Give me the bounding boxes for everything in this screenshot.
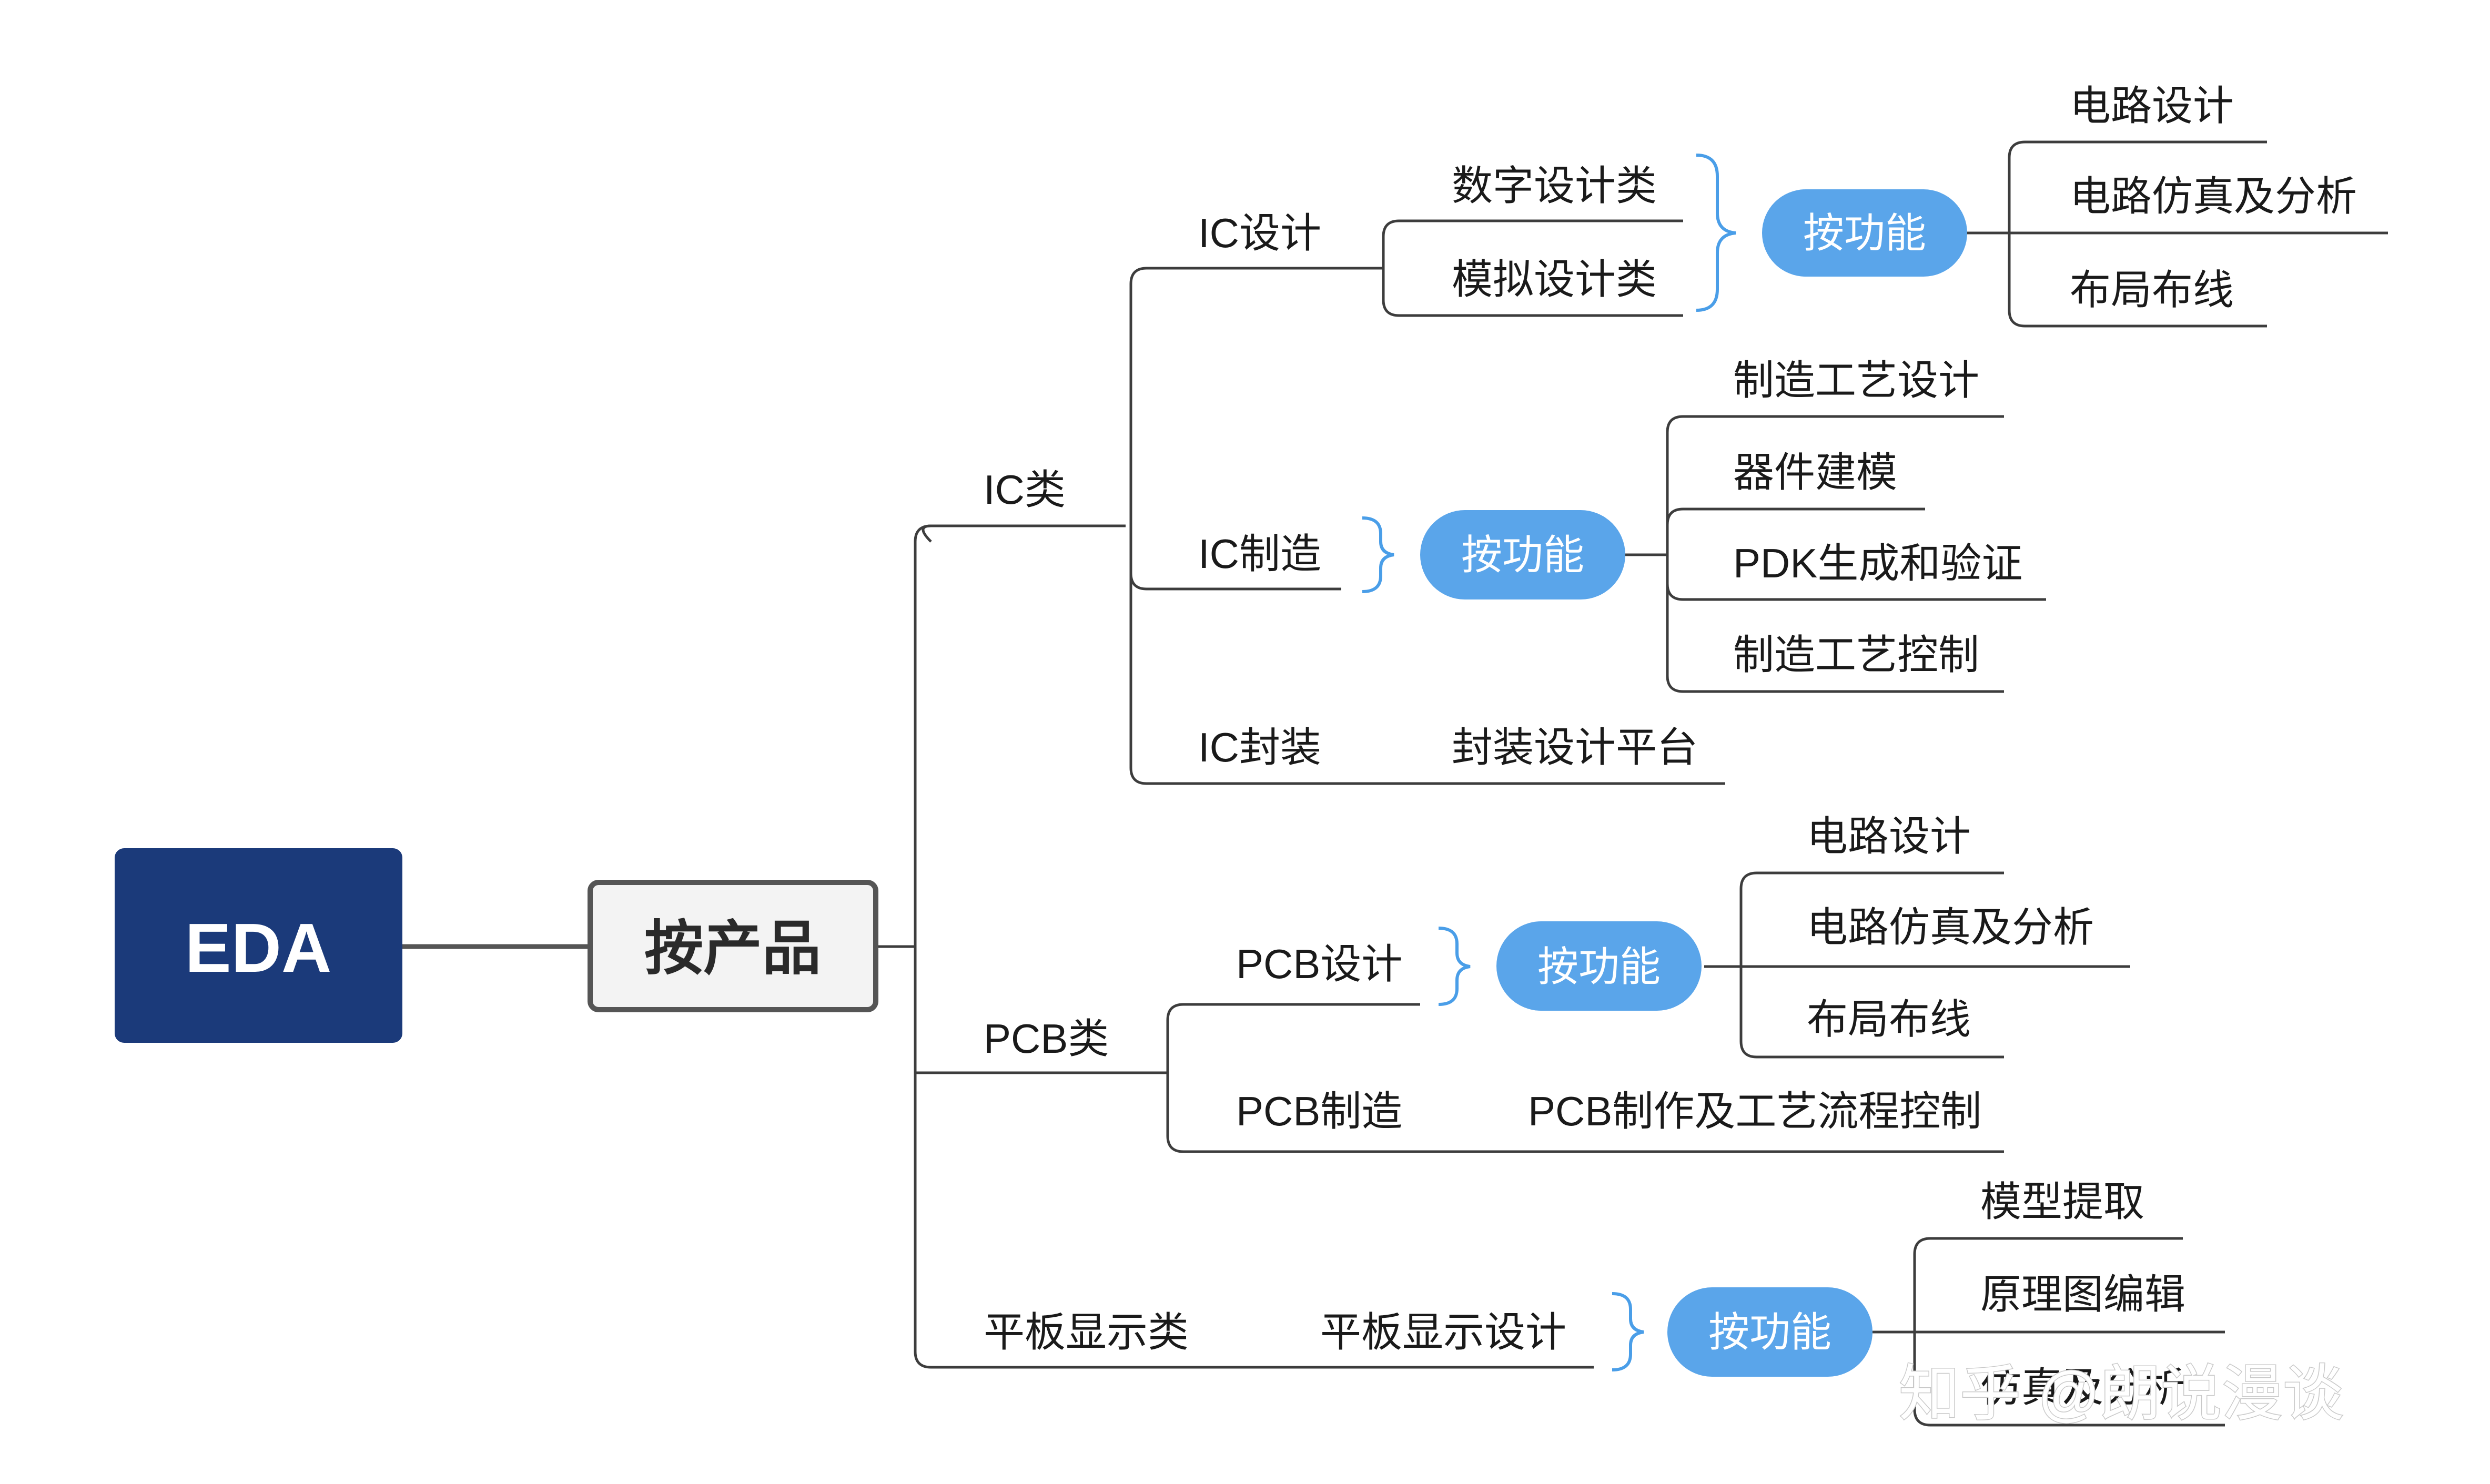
pcb-design-function-3: 布局布线 <box>1807 996 1971 1042</box>
watermark: 知乎 @朗说漫谈 <box>1899 1359 2344 1428</box>
connectors <box>402 140 2388 1427</box>
fpd-design-function-2: 原理图编辑 <box>1980 1271 2185 1317</box>
pill-label: 按功能 <box>1537 943 1661 990</box>
fpd-design-label: 平板显示设计 <box>1320 1309 1566 1355</box>
ic-design-type-digital: 数字设计类 <box>1452 162 1657 209</box>
fpd-design-function-3: 仿真及分析 <box>1980 1364 2185 1410</box>
pill-label: 按功能 <box>1708 1309 1831 1355</box>
brace-ic-design <box>1696 154 1736 312</box>
ic-packaging-platform: 封装设计平台 <box>1452 724 1698 770</box>
fpd-design-function-pill[interactable]: 按功能 <box>1667 1287 1872 1377</box>
ic-design-function-pill[interactable]: 按功能 <box>1762 189 1967 277</box>
braces <box>1362 154 1736 1371</box>
ic-mfg-function-3: PDK生成和验证 <box>1733 540 2022 586</box>
trunk-categories <box>914 524 932 1369</box>
ic-design-function-2: 电路仿真及分析 <box>2070 173 2357 219</box>
root-node-box <box>115 848 402 1043</box>
pcb-mfg-detail: PCB制作及工艺流程控制 <box>1528 1088 1981 1134</box>
category-pcb: PCB类 <box>984 1015 1109 1062</box>
pill-box <box>1496 921 1702 1011</box>
brace-fpd-design <box>1612 1292 1644 1371</box>
ic-mfg-function-pill[interactable]: 按功能 <box>1420 510 1625 599</box>
ic-design-function-3: 布局布线 <box>2070 267 2234 313</box>
ic-packaging-label: IC封装 <box>1198 724 1321 770</box>
fpd-design-function-1: 模型提取 <box>1980 1178 2144 1225</box>
branch-fpd-functions <box>1913 1237 2183 1332</box>
ic-mfg-label: IC制造 <box>1198 531 1321 577</box>
pcb-design-function-1: 电路设计 <box>1807 813 1971 859</box>
root-node[interactable]: EDA <box>115 848 402 1043</box>
branch-ic-mfg-functions <box>1666 415 2004 555</box>
category-fpd: 平板显示类 <box>984 1309 1189 1355</box>
branch-ic-design-functions <box>2008 140 2267 233</box>
ic-design-label: IC设计 <box>1198 210 1321 256</box>
ic-design-function-1: 电路设计 <box>2070 83 2234 129</box>
pill-box <box>1762 189 1967 277</box>
root-node-label: EDA <box>185 909 332 987</box>
trunk-pcb <box>1166 1003 1420 1073</box>
brace-pcb-design <box>1438 927 1471 1006</box>
pcb-design-label: PCB设计 <box>1236 941 1402 987</box>
pill-label: 按功能 <box>1803 210 1926 256</box>
by-product-node[interactable]: 按产品 <box>588 880 878 1012</box>
trunk-ic <box>1129 267 1383 526</box>
branch-ic-design-types <box>1382 219 1683 268</box>
ic-mfg-function-2: 器件建模 <box>1733 449 1897 495</box>
pill-box <box>1667 1287 1872 1377</box>
ic-mfg-function-1: 制造工艺设计 <box>1733 357 1979 403</box>
pill-label: 按功能 <box>1461 532 1584 578</box>
pcb-mfg-label: PCB制造 <box>1236 1088 1402 1134</box>
ic-design-type-analog: 模拟设计类 <box>1452 256 1657 302</box>
pill-box <box>1420 510 1625 599</box>
pcb-design-function-pill[interactable]: 按功能 <box>1496 921 1702 1011</box>
category-ic: IC类 <box>984 466 1066 513</box>
pcb-design-function-2: 电路仿真及分析 <box>1807 904 2094 950</box>
by-product-node-label: 按产品 <box>644 916 821 981</box>
by-product-node-box <box>588 880 878 1012</box>
ic-mfg-function-4: 制造工艺控制 <box>1733 632 1979 678</box>
brace-ic-mfg <box>1362 516 1394 593</box>
branch-pcb-design-functions <box>1739 871 2004 967</box>
